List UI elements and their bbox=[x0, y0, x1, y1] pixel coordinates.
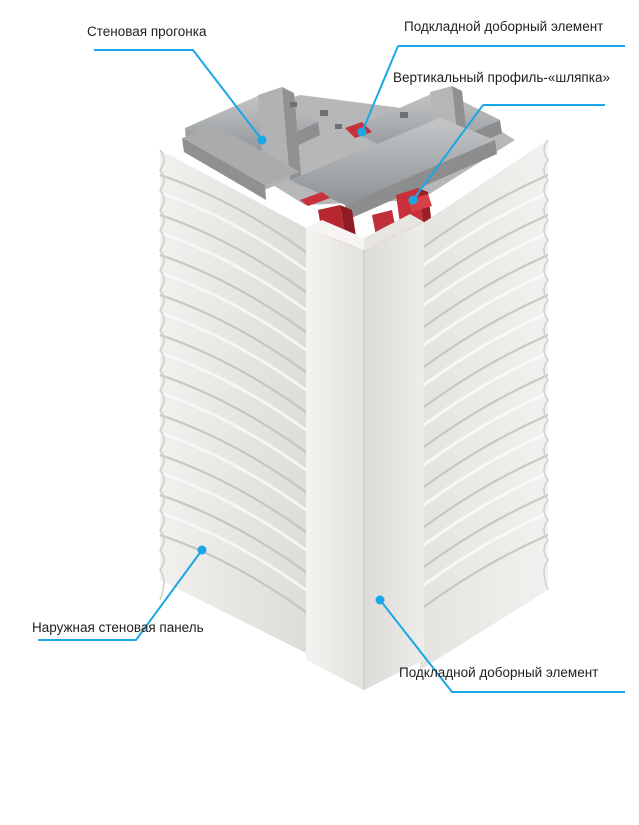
label-hat-profile: Вертикальный профиль-«шляпка» bbox=[393, 70, 610, 85]
leader-filler-bottom bbox=[379, 599, 625, 693]
leader-dots bbox=[197, 127, 418, 605]
corner-filler-trim bbox=[306, 214, 424, 690]
label-wall-purlin: Стеновая прогонка bbox=[87, 24, 207, 39]
leader-outer-panel bbox=[38, 549, 203, 641]
label-filler-element-bottom: Подкладной доборный элемент bbox=[399, 665, 599, 680]
label-outer-wall-panel: Наружная стеновая панель bbox=[32, 620, 204, 635]
leader-wall-purlin bbox=[94, 49, 263, 141]
leader-hat-profile-diag bbox=[412, 104, 484, 201]
outer-wall-panel-right bbox=[419, 139, 549, 670]
label-filler-element-top: Подкладной доборный элемент bbox=[404, 19, 604, 34]
outer-wall-panel-left bbox=[159, 149, 311, 655]
leader-filler-top-diag bbox=[361, 45, 399, 133]
purlin-frame bbox=[182, 86, 515, 220]
leader-lines bbox=[38, 45, 625, 693]
